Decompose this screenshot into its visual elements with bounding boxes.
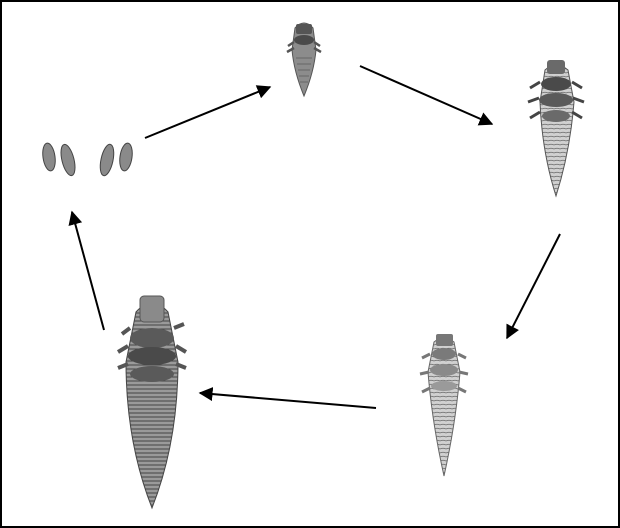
second-instar-illustration — [528, 60, 584, 196]
adult-illustration — [118, 296, 186, 508]
arrow-second-to-third-instar — [507, 234, 560, 338]
eggs-illustration — [41, 142, 134, 177]
egg-2 — [58, 143, 77, 177]
egg-1 — [41, 142, 57, 171]
third-instar-illustration — [420, 334, 468, 476]
arrow-eggs-to-first-instar — [145, 87, 270, 138]
egg-4 — [118, 142, 134, 171]
arrow-adult-to-eggs — [72, 212, 104, 330]
first-instar-illustration — [287, 23, 321, 96]
arrow-third-instar-to-adult — [200, 393, 376, 408]
egg-3 — [98, 143, 116, 177]
arrow-first-to-second-instar — [360, 66, 492, 124]
